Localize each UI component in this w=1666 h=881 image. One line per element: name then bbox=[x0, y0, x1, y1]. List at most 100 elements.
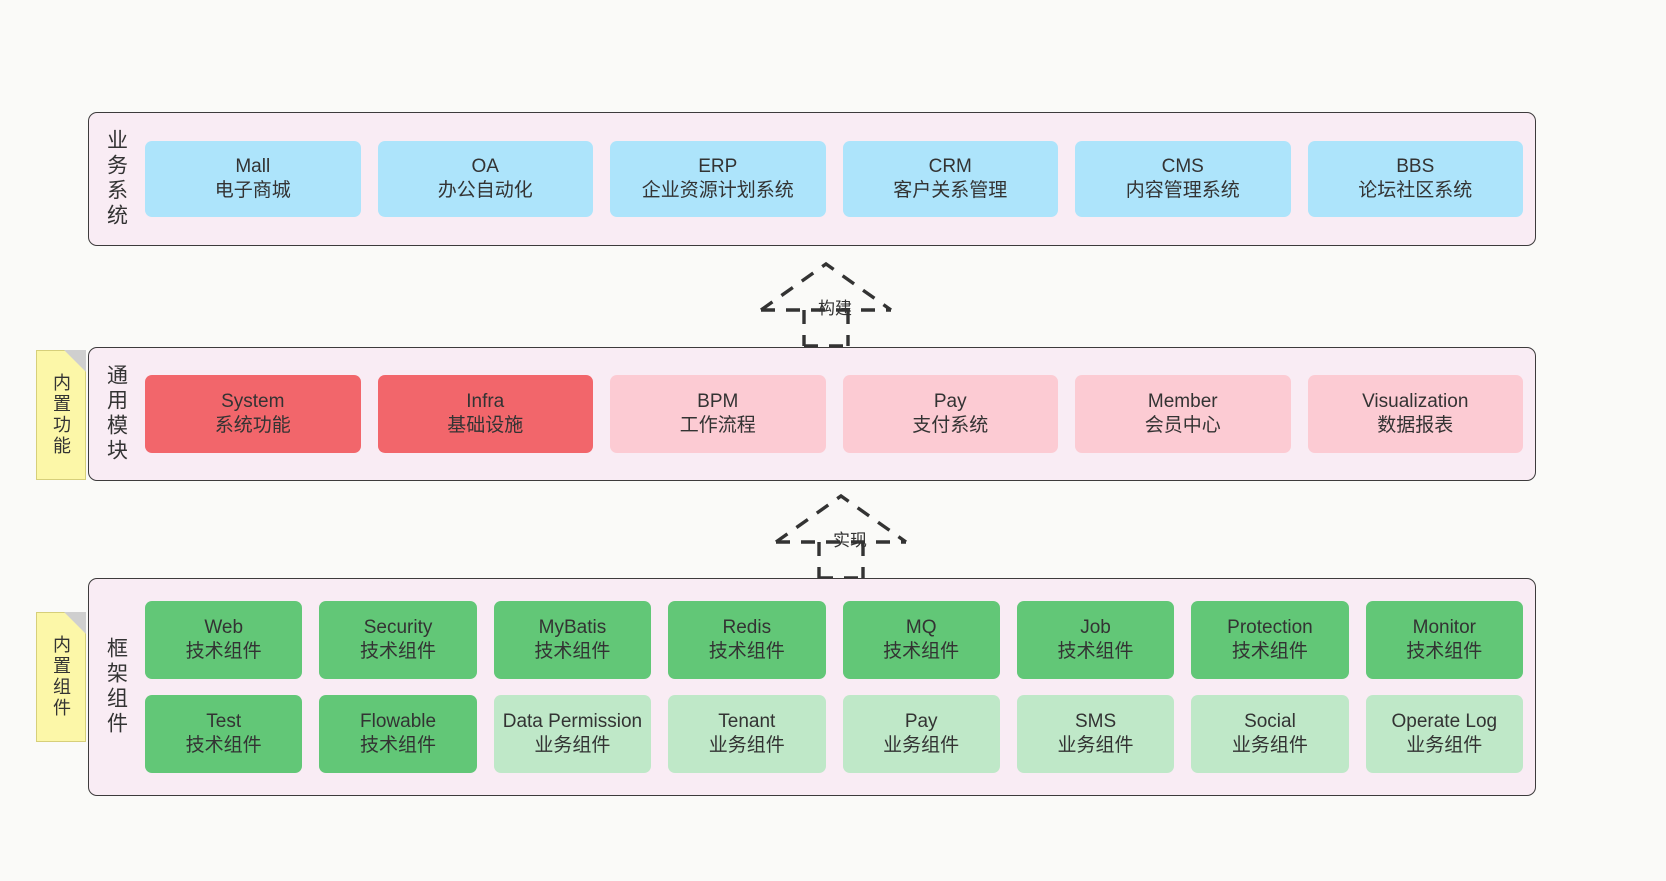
card-subtitle: 技术组件 bbox=[185, 641, 262, 662]
card-subtitle: 技术组件 bbox=[185, 735, 262, 756]
arrow-build: 构建 bbox=[756, 258, 906, 348]
card-title: ERP bbox=[698, 155, 738, 177]
card-social[interactable]: Social 业务组件 bbox=[1191, 695, 1349, 773]
card-title: Redis bbox=[722, 616, 772, 638]
card-crm[interactable]: CRM 客户关系管理 bbox=[842, 141, 1058, 217]
card-title: Mall bbox=[235, 155, 271, 177]
card-infra[interactable]: Infra 基础设施 bbox=[377, 375, 593, 453]
card-title: OA bbox=[471, 155, 499, 177]
card-subtitle: 技术组件 bbox=[708, 641, 785, 662]
card-title: Test bbox=[206, 710, 242, 732]
card-subtitle: 基础设施 bbox=[447, 415, 524, 436]
layer-body-framework-component: Web 技术组件 Security 技术组件 MyBatis 技术组件 Redi… bbox=[139, 579, 1535, 795]
card-title: Pay bbox=[933, 390, 967, 412]
card-monitor[interactable]: Monitor 技术组件 bbox=[1365, 601, 1523, 679]
card-row: Test 技术组件 Flowable 技术组件 Data Permission … bbox=[145, 695, 1523, 773]
card-subtitle: 技术组件 bbox=[1406, 641, 1483, 662]
card-subtitle: 技术组件 bbox=[1231, 641, 1308, 662]
card-row: System 系统功能 Infra 基础设施 BPM 工作流程 Pay 支付系统… bbox=[145, 375, 1523, 453]
card-title: Member bbox=[1147, 390, 1218, 412]
card-redis[interactable]: Redis 技术组件 bbox=[668, 601, 826, 679]
card-subtitle: 技术组件 bbox=[360, 735, 437, 756]
card-subtitle: 内容管理系统 bbox=[1125, 180, 1240, 201]
card-pay-component[interactable]: Pay 业务组件 bbox=[842, 695, 1000, 773]
card-subtitle: 业务组件 bbox=[708, 735, 785, 756]
card-title: Flowable bbox=[360, 710, 437, 732]
layer-body-common-module: System 系统功能 Infra 基础设施 BPM 工作流程 Pay 支付系统… bbox=[139, 348, 1535, 480]
card-title: Social bbox=[1244, 710, 1296, 732]
card-data-permission[interactable]: Data Permission 业务组件 bbox=[493, 695, 652, 773]
card-protection[interactable]: Protection 技术组件 bbox=[1191, 601, 1349, 679]
card-title: Protection bbox=[1227, 616, 1313, 638]
card-subtitle: 工作流程 bbox=[679, 415, 756, 436]
arrow-build-label: 构建 bbox=[818, 299, 852, 318]
card-subtitle: 业务组件 bbox=[1231, 735, 1308, 756]
arrow-build-icon bbox=[760, 261, 892, 348]
card-operate-log[interactable]: Operate Log 业务组件 bbox=[1365, 695, 1523, 773]
card-security[interactable]: Security 技术组件 bbox=[319, 601, 477, 679]
card-title: BPM bbox=[697, 390, 739, 412]
note-label: 内置功能 bbox=[51, 373, 71, 457]
card-visualization[interactable]: Visualization 数据报表 bbox=[1307, 375, 1523, 453]
card-bbs[interactable]: BBS 论坛社区系统 bbox=[1307, 141, 1523, 217]
card-tenant[interactable]: Tenant 业务组件 bbox=[668, 695, 826, 773]
card-subtitle: 会员中心 bbox=[1144, 415, 1221, 436]
card-subtitle: 业务组件 bbox=[534, 735, 611, 756]
layer-title-business-system: 业务系统 bbox=[104, 129, 128, 229]
card-subtitle: 业务组件 bbox=[883, 735, 960, 756]
card-title: Monitor bbox=[1412, 616, 1476, 638]
card-title: BBS bbox=[1396, 155, 1435, 177]
card-erp[interactable]: ERP 企业资源计划系统 bbox=[610, 141, 826, 217]
card-subtitle: 支付系统 bbox=[912, 415, 989, 436]
card-title: CRM bbox=[928, 155, 972, 177]
card-subtitle: 数据报表 bbox=[1377, 415, 1454, 436]
note-builtin-components: 内置组件 bbox=[36, 612, 86, 742]
card-title: Pay bbox=[904, 710, 938, 732]
card-oa[interactable]: OA 办公自动化 bbox=[377, 141, 593, 217]
card-web[interactable]: Web 技术组件 bbox=[145, 601, 303, 679]
card-sms[interactable]: SMS 业务组件 bbox=[1016, 695, 1175, 773]
card-test[interactable]: Test 技术组件 bbox=[145, 695, 303, 773]
card-subtitle: 技术组件 bbox=[534, 641, 611, 662]
card-title: CMS bbox=[1161, 155, 1204, 177]
note-builtin-functions: 内置功能 bbox=[36, 350, 86, 480]
card-title: System bbox=[221, 390, 285, 412]
card-subtitle: 系统功能 bbox=[214, 415, 291, 436]
layer-framework-component: 框架组件 Web 技术组件 Security 技术组件 MyBatis 技术组件… bbox=[88, 578, 1536, 796]
card-title: Data Permission bbox=[502, 710, 643, 732]
card-subtitle: 办公自动化 bbox=[437, 180, 533, 201]
card-bpm[interactable]: BPM 工作流程 bbox=[610, 375, 826, 453]
note-label: 内置组件 bbox=[51, 635, 71, 719]
card-title: Operate Log bbox=[1391, 710, 1498, 732]
card-member[interactable]: Member 会员中心 bbox=[1075, 375, 1291, 453]
arrow-implement-label: 实现 bbox=[833, 531, 867, 550]
card-cms[interactable]: CMS 内容管理系统 bbox=[1075, 141, 1291, 217]
card-title: Tenant bbox=[718, 710, 776, 732]
card-row: Mall 电子商城 OA 办公自动化 ERP 企业资源计划系统 CRM 客户关系… bbox=[145, 141, 1523, 217]
layer-common-module: 通用模块 System 系统功能 Infra 基础设施 BPM 工作流程 Pay… bbox=[88, 347, 1536, 481]
card-flowable[interactable]: Flowable 技术组件 bbox=[319, 695, 477, 773]
card-mybatis[interactable]: MyBatis 技术组件 bbox=[493, 601, 652, 679]
card-row: Web 技术组件 Security 技术组件 MyBatis 技术组件 Redi… bbox=[145, 601, 1523, 679]
card-title: MyBatis bbox=[538, 616, 607, 638]
layer-business-system: 业务系统 Mall 电子商城 OA 办公自动化 ERP 企业资源计划系统 CRM… bbox=[88, 112, 1536, 246]
card-subtitle: 技术组件 bbox=[1057, 641, 1134, 662]
card-subtitle: 企业资源计划系统 bbox=[641, 180, 794, 201]
card-job[interactable]: Job 技术组件 bbox=[1016, 601, 1175, 679]
card-subtitle: 业务组件 bbox=[1057, 735, 1134, 756]
card-title: Job bbox=[1080, 616, 1111, 638]
layer-title-common-module: 通用模块 bbox=[104, 364, 128, 464]
card-title: Security bbox=[363, 616, 433, 638]
card-subtitle: 客户关系管理 bbox=[893, 180, 1008, 201]
card-subtitle: 电子商城 bbox=[214, 180, 291, 201]
card-title: Visualization bbox=[1362, 390, 1469, 412]
card-title: Web bbox=[204, 616, 244, 638]
card-pay-module[interactable]: Pay 支付系统 bbox=[842, 375, 1058, 453]
card-system[interactable]: System 系统功能 bbox=[145, 375, 361, 453]
layer-title-framework-component: 框架组件 bbox=[104, 637, 128, 737]
layer-body-business-system: Mall 电子商城 OA 办公自动化 ERP 企业资源计划系统 CRM 客户关系… bbox=[139, 113, 1535, 245]
card-mq[interactable]: MQ 技术组件 bbox=[842, 601, 1000, 679]
card-title: Infra bbox=[466, 390, 505, 412]
card-mall[interactable]: Mall 电子商城 bbox=[145, 141, 361, 217]
